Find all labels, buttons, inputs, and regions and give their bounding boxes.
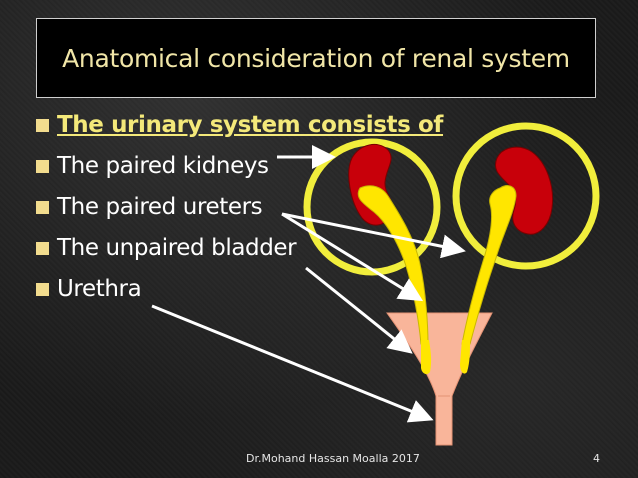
slide-footer: Dr.Mohand Hassan Moalla 2017 — [246, 452, 420, 465]
bullet-item-urethra: Urethra — [36, 276, 142, 302]
bullet-text: The paired kidneys — [57, 153, 269, 179]
bullet-item-kidneys: The paired kidneys — [36, 153, 269, 179]
slide-title: Anatomical consideration of renal system — [62, 43, 570, 73]
arrow-urethra — [151, 304, 434, 423]
bullet-item-heading: The urinary system consists of — [36, 112, 443, 138]
left-ureter-tail — [421, 340, 432, 375]
bullet-square-icon — [36, 282, 49, 296]
bullet-text: The paired ureters — [57, 194, 263, 220]
bullet-square-icon — [36, 241, 49, 255]
left-kidney-circle — [303, 138, 441, 276]
bullet-text: Urethra — [57, 276, 142, 302]
bullet-text: The urinary system consists of — [57, 112, 444, 138]
arrow-ureter-left — [281, 212, 424, 302]
bullet-square-icon — [36, 200, 49, 214]
right-kidney-circle — [452, 122, 600, 270]
title-box: Anatomical consideration of renal system — [36, 18, 596, 98]
bullet-text: The unpaired bladder — [57, 235, 297, 261]
bullet-item-ureters: The paired ureters — [36, 194, 263, 220]
right-ureter-tail — [460, 340, 470, 374]
bladder — [386, 312, 493, 446]
bullet-item-bladder: The unpaired bladder — [36, 235, 297, 261]
right-kidney — [494, 146, 554, 235]
bullet-square-icon — [36, 159, 49, 173]
right-ureter — [461, 185, 517, 345]
arrow-bladder — [305, 266, 413, 354]
page-number: 4 — [593, 452, 600, 465]
bullet-square-icon — [36, 118, 49, 132]
arrow-ureter-right — [281, 212, 466, 259]
